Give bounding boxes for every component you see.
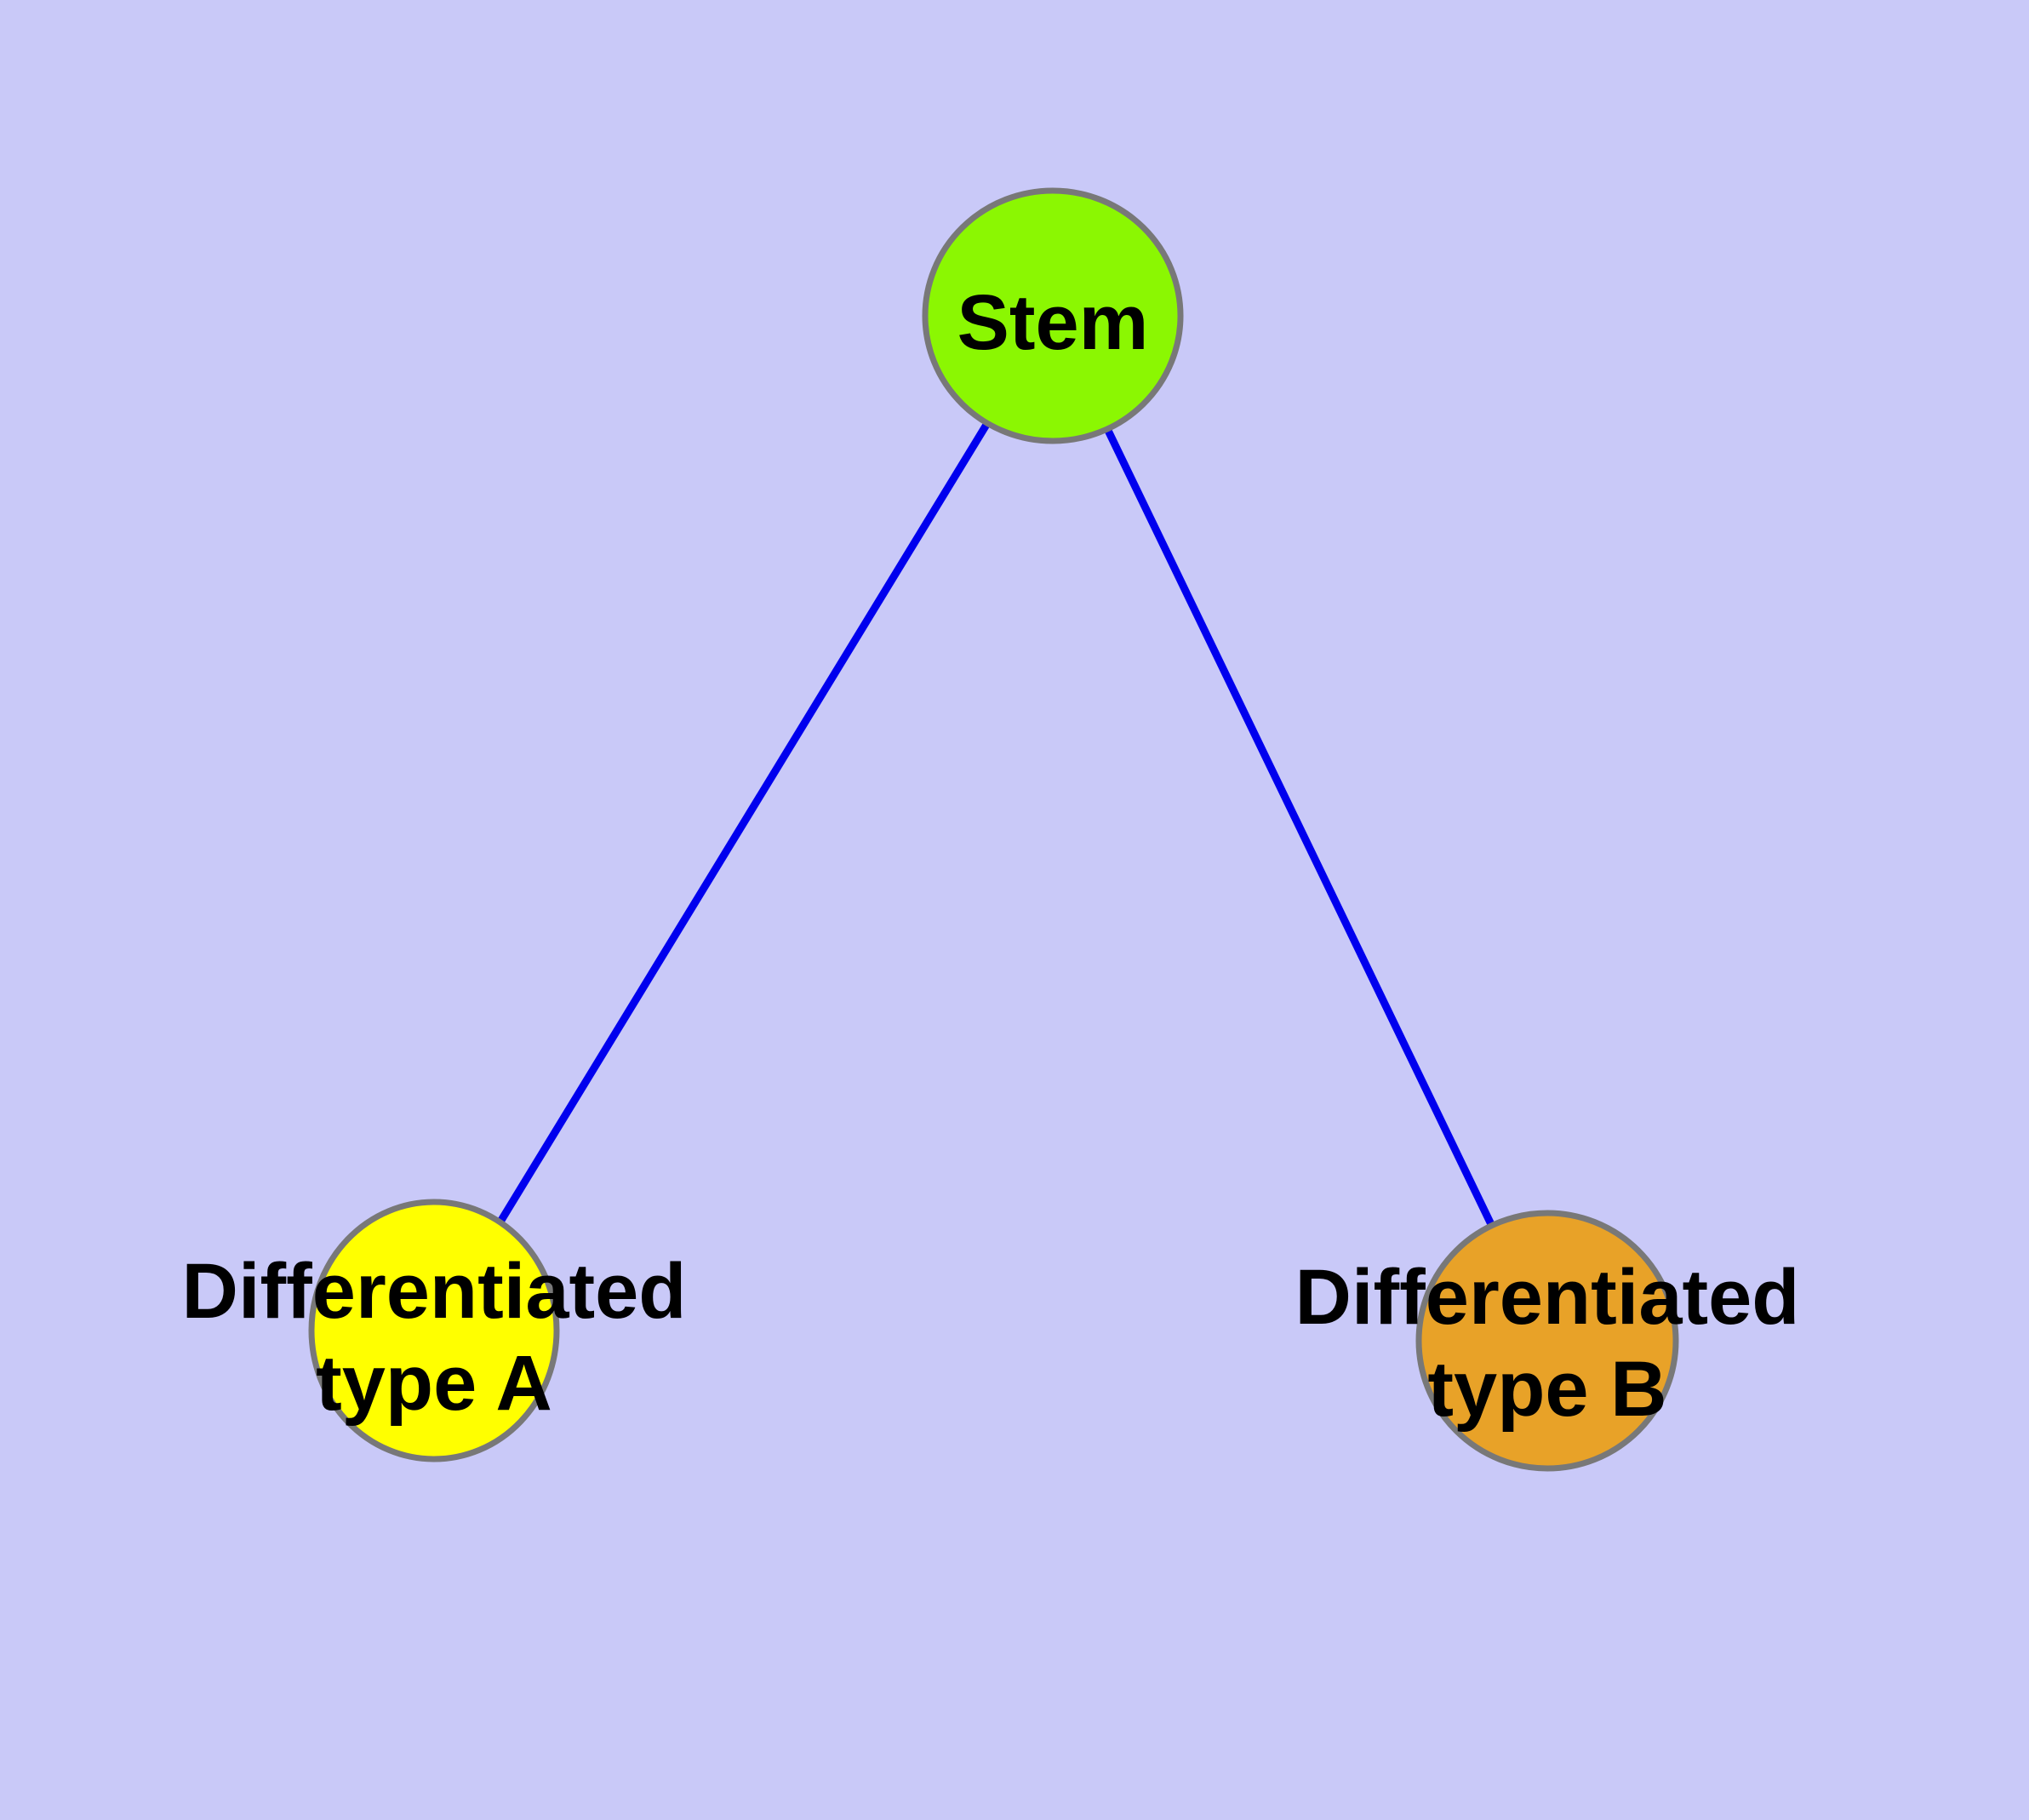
node-type-a-label-line1: Differentiated: [182, 1248, 687, 1335]
node-type-b-label-line1: Differentiated: [1295, 1254, 1800, 1341]
node-type-a-label-line2: type A: [316, 1340, 552, 1427]
edge-stem-to-type-a: [431, 313, 1056, 1333]
node-stem-circle: [922, 187, 1184, 444]
node-stem-label: Stem: [957, 279, 1149, 366]
node-type-b-circle: [1415, 1210, 1679, 1472]
edge-stem-to-type-b: [1049, 314, 1552, 1342]
node-differentiated-type-b: Differentiated type B: [1295, 1210, 1800, 1472]
node-type-a-circle: [308, 1199, 560, 1462]
node-stem: Stem: [922, 187, 1184, 444]
node-differentiated-type-a: Differentiated type A: [182, 1199, 687, 1462]
edges: [431, 313, 1552, 1342]
node-type-b-label-line2: type B: [1427, 1346, 1666, 1433]
